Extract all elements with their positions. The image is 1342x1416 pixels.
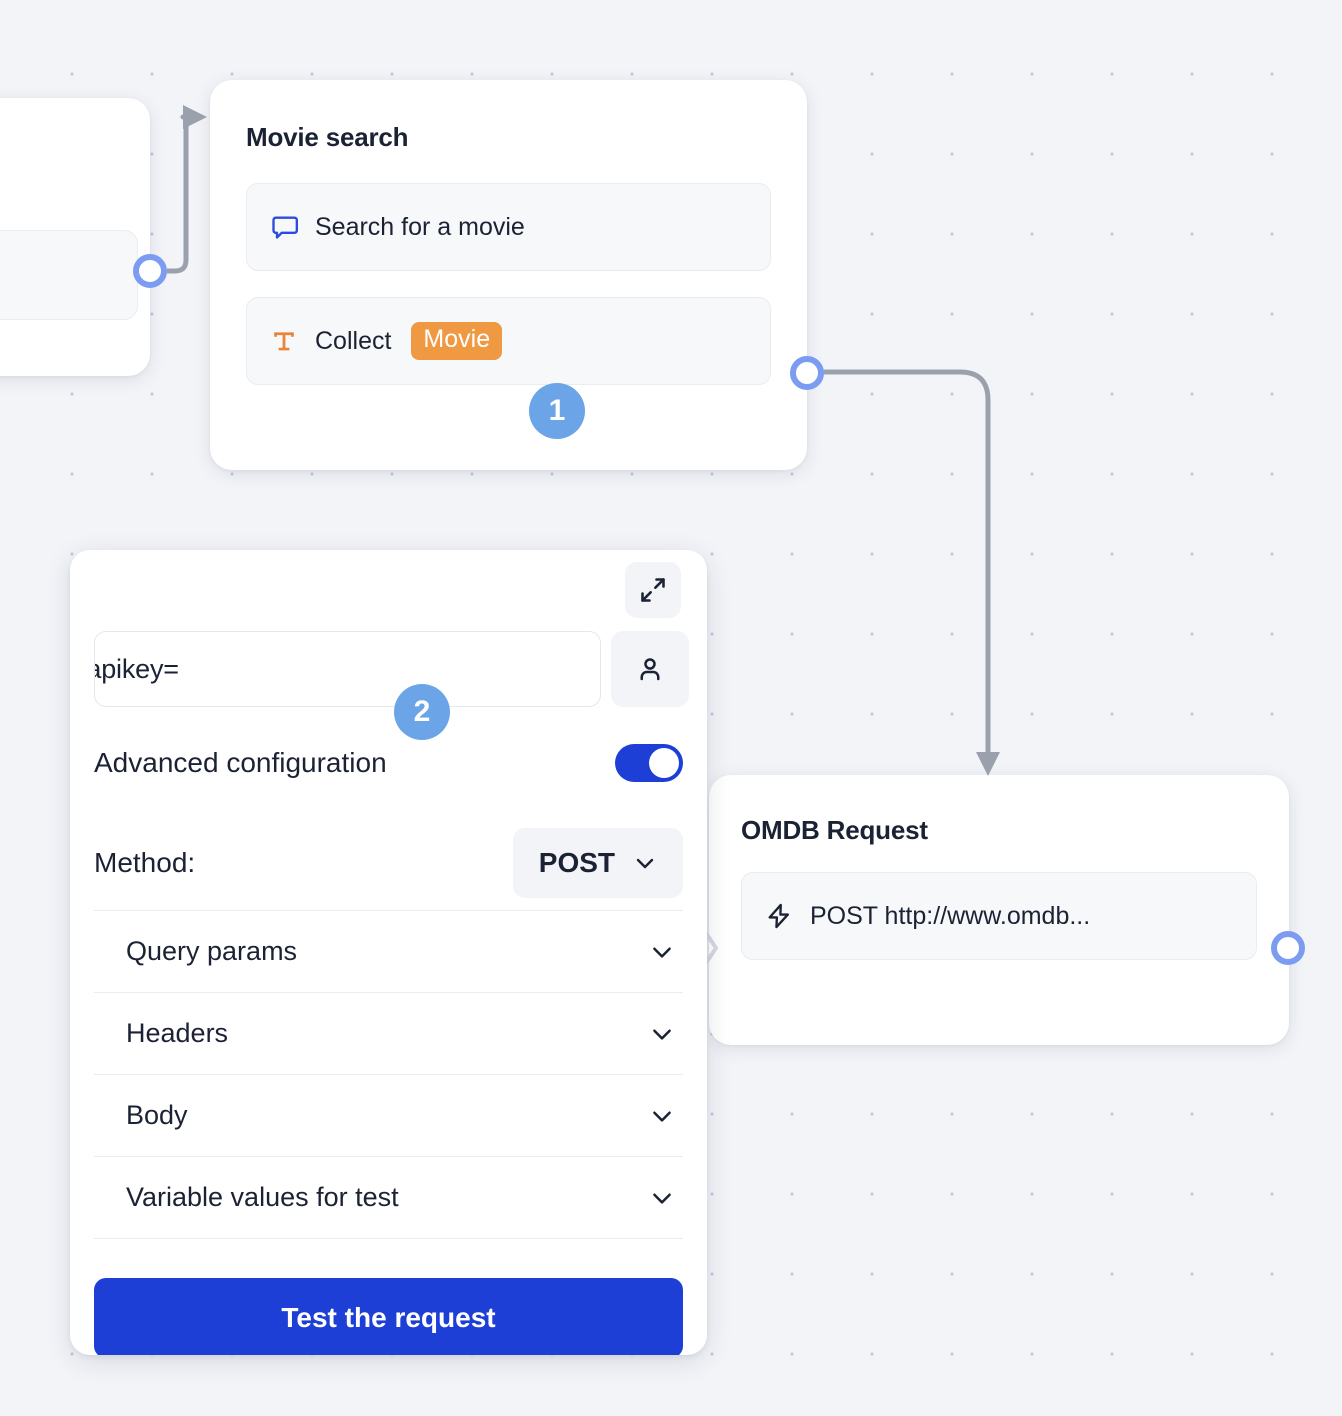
node-row-label: Search for a movie [315,212,525,241]
test-the-request-button[interactable]: Test the request [94,1278,683,1355]
text-t-icon [269,326,299,356]
method-select[interactable]: POST [512,828,683,898]
node-row-placeholder [0,230,138,320]
chevron-down-icon [653,1193,671,1204]
step-badge-2: 2 [394,684,450,740]
user-variables-button[interactable] [611,631,689,707]
accordion-label: Body [126,1100,188,1130]
accordion-item-body[interactable]: Body [94,1075,683,1157]
node-title-movie-search: Movie search [246,122,409,152]
chevron-down-icon [653,1111,671,1122]
node-row-label: Collect [315,326,392,355]
advanced-configuration-toggle[interactable] [615,744,683,782]
method-label: Method: [94,847,196,878]
advanced-configuration-label: Advanced configuration [94,747,387,778]
speech-bubble-icon [269,212,299,242]
expand-panel-button[interactable] [625,562,681,618]
accordion-item-query-params[interactable]: Query params [94,911,683,993]
person-icon [640,658,660,681]
method-value: POST [538,847,615,878]
workflow-node-movie-search[interactable]: Movie search Search for a movie Collect [210,80,807,470]
lightning-bolt-icon [764,901,794,931]
url-input-value: pi.com/?t={{Movie}}&apikey= [94,653,179,684]
output-port-partial[interactable] [133,254,167,288]
accordion-label: Headers [126,1018,229,1048]
chevron-down-icon [653,947,671,958]
url-row: pi.com/?t={{Movie}}&apikey= [94,631,689,707]
node-row-collect-movie[interactable]: Collect Movie [246,297,771,385]
step-badge-1: 1 [529,383,585,439]
node-title-omdb-request: OMDB Request [741,815,928,845]
advanced-configuration-row: Advanced configuration [94,744,683,782]
node-row-post-request[interactable]: POST http://www.omdb... [741,872,1257,960]
chevron-down-icon [653,1029,671,1040]
accordion-item-variable-values-for-test[interactable]: Variable values for test [94,1157,683,1239]
chevron-down-icon [636,858,654,869]
expand-diagonal-icon [641,578,665,602]
node-row-label: POST http://www.omdb... [810,901,1091,930]
variable-tag-movie[interactable]: Movie [411,322,503,360]
url-input[interactable]: pi.com/?t={{Movie}}&apikey= [94,631,601,707]
accordion-label: Query params [126,936,298,966]
workflow-node-omdb-request[interactable]: OMDB Request POST http://www.omdb... [709,775,1289,1045]
output-port-omdb-request[interactable] [1271,931,1305,965]
request-configuration-panel[interactable]: pi.com/?t={{Movie}}&apikey= Advanced con… [70,550,707,1355]
output-port-movie-search[interactable] [790,356,824,390]
accordion: Query params Headers Body Variable value… [94,910,683,1239]
accordion-item-headers[interactable]: Headers [94,993,683,1075]
method-row: Method: POST [94,828,683,898]
accordion-label: Variable values for test [126,1182,399,1212]
workflow-node-partial[interactable] [0,98,150,376]
node-row-search-for-a-movie[interactable]: Search for a movie [246,183,771,271]
